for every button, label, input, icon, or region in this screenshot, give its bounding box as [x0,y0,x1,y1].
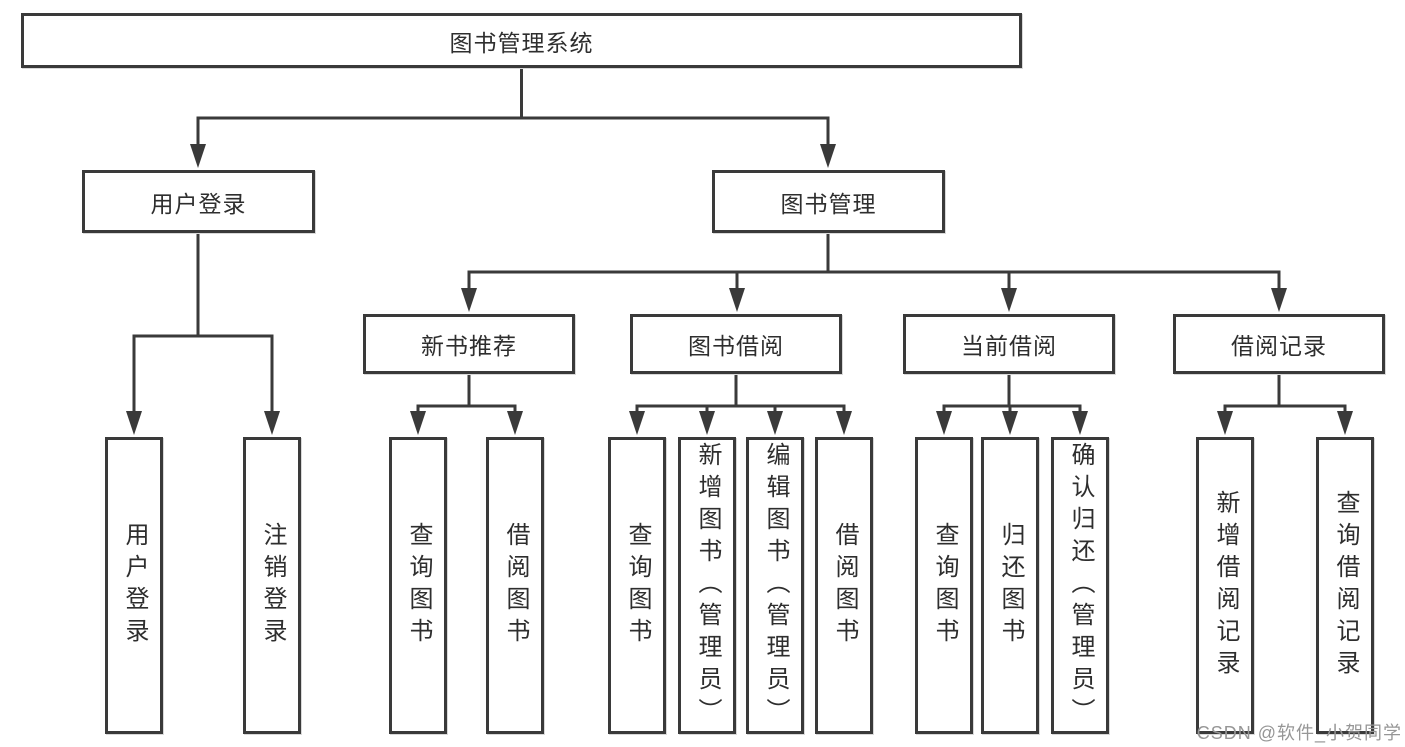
node-leaf-edit-book-admin: 编辑图书（管理员） [746,437,804,734]
node-label: 确认归还（管理员） [1067,441,1094,730]
node-leaf-add-book-admin: 新增图书（管理员） [678,437,736,734]
node-new-book-recommend: 新书推荐 [363,314,575,374]
node-label: 归还图书 [997,521,1024,650]
node-label: 注销登录 [259,521,286,650]
node-leaf-query-books-current: 查询图书 [915,437,973,734]
node-label: 当前借阅 [961,333,1057,359]
node-leaf-borrow-books: 借阅图书 [815,437,873,734]
node-current-borrowing: 当前借阅 [903,314,1115,374]
node-borrowing-records: 借阅记录 [1173,314,1385,374]
node-leaf-user-login: 用户登录 [105,437,163,734]
node-leaf-borrow-books-recommend: 借阅图书 [486,437,544,734]
node-label: 借阅记录 [1231,333,1327,359]
node-label: 图书借阅 [688,333,784,359]
node-leaf-add-borrow-record: 新增借阅记录 [1196,437,1254,734]
node-label: 查询图书 [931,521,958,650]
node-leaf-query-books-borrowing: 查询图书 [608,437,666,734]
node-label: 用户登录 [121,521,148,650]
node-leaf-confirm-return-admin: 确认归还（管理员） [1051,437,1109,734]
node-root-system: 图书管理系统 [21,13,1022,68]
node-book-management: 图书管理 [712,170,945,233]
node-user-login-branch: 用户登录 [82,170,315,233]
node-leaf-query-borrow-record: 查询借阅记录 [1316,437,1374,734]
node-leaf-query-books-recommend: 查询图书 [389,437,447,734]
node-label: 新增借阅记录 [1212,489,1239,682]
node-leaf-logout-login: 注销登录 [243,437,301,734]
node-label: 借阅图书 [502,521,529,650]
node-label: 图书管理 [780,190,877,217]
node-label: 编辑图书（管理员） [762,441,789,730]
node-label: 用户登录 [150,190,247,217]
node-label: 查询借阅记录 [1332,489,1359,682]
node-label: 查询图书 [405,521,432,650]
node-label: 新增图书（管理员） [694,441,721,730]
csdn-watermark: CSDN @软件_小贺同学 [1196,723,1402,743]
node-leaf-return-book: 归还图书 [981,437,1039,734]
node-book-borrowing: 图书借阅 [630,314,842,374]
node-label: 新书推荐 [421,333,517,359]
node-label: 借阅图书 [831,521,858,650]
node-label: 图书管理系统 [449,29,594,56]
node-label: 查询图书 [624,521,651,650]
